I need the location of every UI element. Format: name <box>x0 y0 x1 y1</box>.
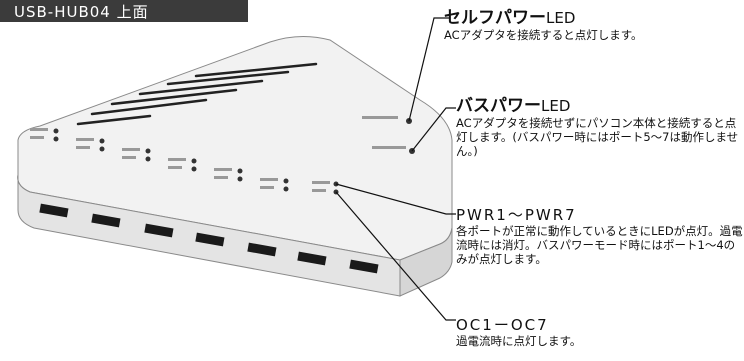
self-power-title: セルフパワーLED <box>444 8 576 28</box>
bus-power-desc: ACアダプタを接続せずにパソコン本体と接続すると点灯します。(バスパワー時にはポ… <box>456 116 739 158</box>
section-tag: USB-HUB04 上面 <box>0 0 248 22</box>
self-power-annotation: セルフパワーLED ACアダプタを接続すると点灯します。 <box>444 8 643 42</box>
bus-power-title: バスパワーLED <box>456 96 571 116</box>
pwr-title: PWR1～PWR7 <box>456 206 577 224</box>
port-leds <box>53 128 339 195</box>
bus-power-annotation: バスパワーLED ACアダプタを接続せずにパソコン本体と接続すると点灯します。(… <box>456 96 744 158</box>
pwr-annotation: PWR1～PWR7 各ポートが正常に動作しているときにLEDが点灯。過電流時には… <box>456 206 744 266</box>
hub-side-face <box>399 227 453 297</box>
oc-title: OC1ーOC7 <box>456 316 549 334</box>
self-power-desc: ACアダプタを接続すると点灯します。 <box>444 28 643 42</box>
pwr-desc: 各ポートが正常に動作しているときにLEDが点灯。過電流時には消灯。バスパワーモー… <box>456 224 743 266</box>
oc-desc: 過電流時に点灯します。 <box>456 334 582 348</box>
leader-lines <box>335 17 456 321</box>
usb-ports <box>39 203 379 274</box>
oc-annotation: OC1ーOC7 過電流時に点灯します。 <box>456 316 581 348</box>
led-tiny-labels <box>30 116 406 192</box>
vent-slots <box>76 62 318 126</box>
